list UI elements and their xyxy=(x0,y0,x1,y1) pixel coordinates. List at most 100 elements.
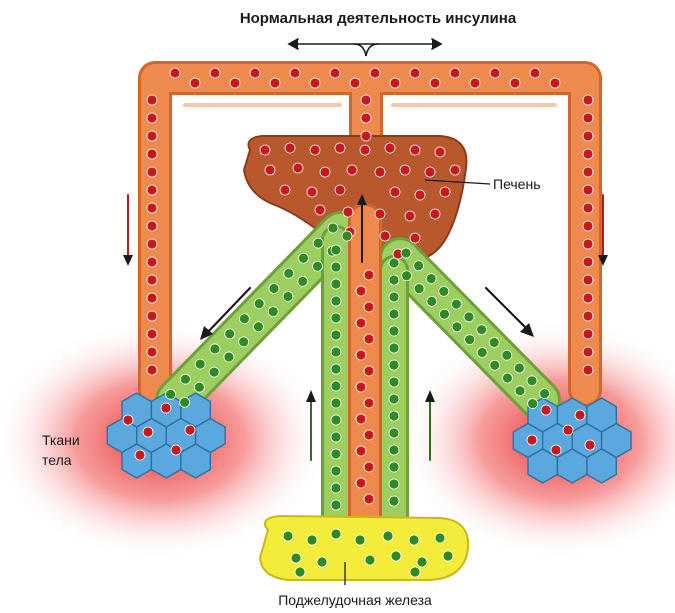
insulin-dot xyxy=(389,343,399,353)
glucose-dot xyxy=(583,221,593,231)
insulin-dot xyxy=(427,296,437,306)
glucose-dot xyxy=(583,203,593,213)
glucose-dot xyxy=(260,145,270,155)
tissues-label-line2: тела xyxy=(42,452,72,468)
insulin-dot xyxy=(331,364,341,374)
glucose-dot xyxy=(361,131,371,141)
glucose-dot xyxy=(356,446,366,456)
insulin-dot xyxy=(307,535,317,545)
glucose-dot xyxy=(575,410,585,420)
insulin-dot xyxy=(331,398,341,408)
glucose-dot xyxy=(583,167,593,177)
glucose-dot xyxy=(430,209,440,219)
glucose-dot xyxy=(147,257,157,267)
glucose-dot xyxy=(375,167,385,177)
insulin-dot xyxy=(253,322,263,332)
insulin-dot xyxy=(283,291,293,301)
glucose-dot xyxy=(161,403,171,413)
glucose-dot xyxy=(147,95,157,105)
insulin-dot xyxy=(254,299,264,309)
glucose-dot xyxy=(583,131,593,141)
insulin-dot xyxy=(409,535,419,545)
glucose-dot xyxy=(147,131,157,141)
glucose-dot xyxy=(410,233,420,243)
top-double-arrow-icon xyxy=(289,39,441,56)
glucose-dot xyxy=(563,425,573,435)
glucose-dot xyxy=(430,78,440,88)
insulin-dot xyxy=(389,275,399,285)
insulin-dot xyxy=(452,322,462,332)
glucose-dot xyxy=(147,113,157,123)
insulin-dot xyxy=(426,274,436,284)
glucose-dot xyxy=(147,149,157,159)
insulin-dot xyxy=(291,553,301,563)
glucose-dot xyxy=(285,143,295,153)
glucose-dot xyxy=(364,302,374,312)
glucose-dot xyxy=(583,95,593,105)
glucose-dot xyxy=(364,334,374,344)
glucose-dot xyxy=(585,440,595,450)
insulin-dot xyxy=(389,326,399,336)
insulin-dot xyxy=(268,307,278,317)
glucose-dot xyxy=(147,203,157,213)
glucose-dot xyxy=(405,211,415,221)
glucose-dot xyxy=(390,187,400,197)
insulin-dot xyxy=(489,337,499,347)
glucose-dot xyxy=(583,149,593,159)
insulin-dot xyxy=(389,428,399,438)
insulin-dot xyxy=(331,245,341,255)
glucose-dot xyxy=(415,190,425,200)
glucose-dot xyxy=(390,78,400,88)
insulin-dot xyxy=(331,279,341,289)
insulin-dot xyxy=(389,445,399,455)
insulin-dot xyxy=(389,411,399,421)
tissues-label-line1: Ткани xyxy=(42,432,80,448)
glucose-dot xyxy=(356,382,366,392)
glucose-dot xyxy=(147,347,157,357)
tissue-cells-right xyxy=(513,398,631,483)
insulin-dot xyxy=(502,373,512,383)
glucose-dot xyxy=(310,145,320,155)
glucose-dot xyxy=(364,494,374,504)
insulin-dot xyxy=(477,325,487,335)
glucose-dot xyxy=(583,347,593,357)
glucose-dot xyxy=(364,430,374,440)
insulin-dot xyxy=(439,309,449,319)
glucose-dot xyxy=(583,275,593,285)
glucose-dot xyxy=(250,68,260,78)
glucose-dot xyxy=(147,311,157,321)
glucose-dot xyxy=(541,405,551,415)
glucose-dot xyxy=(435,147,445,157)
glucose-dot xyxy=(147,239,157,249)
insulin-dot xyxy=(402,271,412,281)
glucose-dot xyxy=(583,293,593,303)
glucose-dot xyxy=(583,311,593,321)
glucose-dot xyxy=(583,185,593,195)
glucose-dot xyxy=(270,78,280,88)
insulin-dot xyxy=(383,531,393,541)
insulin-dot xyxy=(477,347,487,357)
glucose-dot xyxy=(147,185,157,195)
glucose-dot xyxy=(385,143,395,153)
glucose-dot xyxy=(583,239,593,249)
glucose-dot xyxy=(307,187,317,197)
insulin-dot xyxy=(391,551,401,561)
glucose-dot xyxy=(380,231,390,241)
glucose-dot xyxy=(583,113,593,123)
insulin-dot xyxy=(414,284,424,294)
pancreas-shape xyxy=(260,516,468,580)
glucose-dot xyxy=(293,163,303,173)
insulin-dot xyxy=(331,347,341,357)
glucose-dot xyxy=(343,207,353,217)
glucose-dot xyxy=(147,167,157,177)
glucose-dot xyxy=(147,221,157,231)
insulin-dot xyxy=(283,531,293,541)
glucose-dot xyxy=(356,318,366,328)
insulin-dot xyxy=(328,223,338,233)
glucose-dot xyxy=(440,187,450,197)
glucose-dot xyxy=(335,143,345,153)
glucose-dot xyxy=(330,68,340,78)
glucose-dot xyxy=(171,445,181,455)
insulin-dot xyxy=(331,449,341,459)
